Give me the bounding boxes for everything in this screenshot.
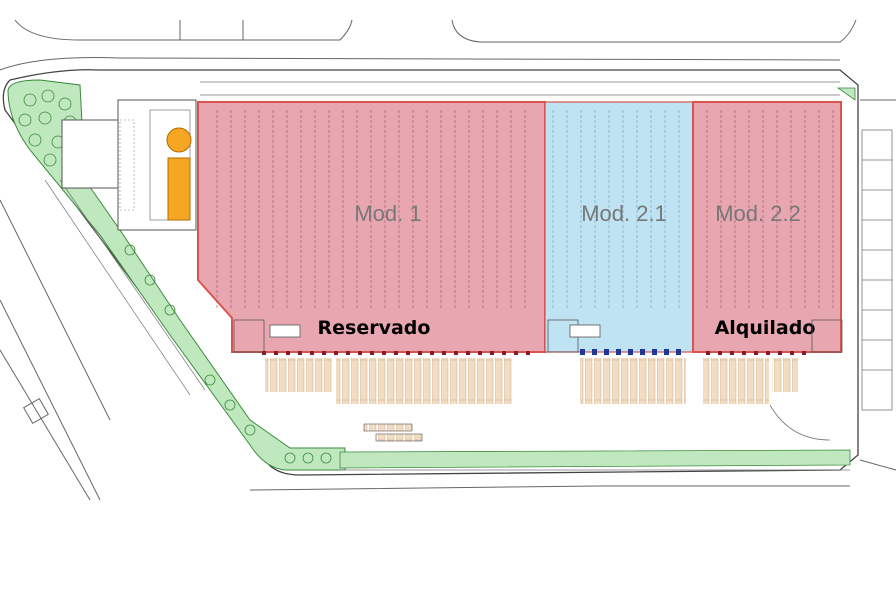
green-area	[7, 79, 856, 471]
module-1-status: Reservado	[318, 317, 431, 339]
service-building	[61, 99, 197, 231]
roads	[0, 19, 896, 501]
module-1[interactable]: Mod. 1 Reservado	[197, 101, 546, 353]
module-2-2-label: Mod. 2.2	[715, 201, 801, 226]
module-2-1-label: Mod. 2.1	[581, 201, 667, 226]
module-2-2-status: Alquilado	[715, 317, 816, 339]
tank-icon	[166, 127, 192, 153]
office-strip	[233, 319, 843, 353]
module-2-2[interactable]: Mod. 2.2 Alquilado	[692, 101, 842, 353]
loading-bays	[265, 358, 798, 442]
module-1-label: Mod. 1	[354, 201, 421, 226]
parking-stripes	[44, 81, 850, 471]
right-parking	[769, 129, 893, 441]
dock-doors	[262, 349, 806, 355]
module-2-1[interactable]: Mod. 2.1	[544, 101, 694, 353]
